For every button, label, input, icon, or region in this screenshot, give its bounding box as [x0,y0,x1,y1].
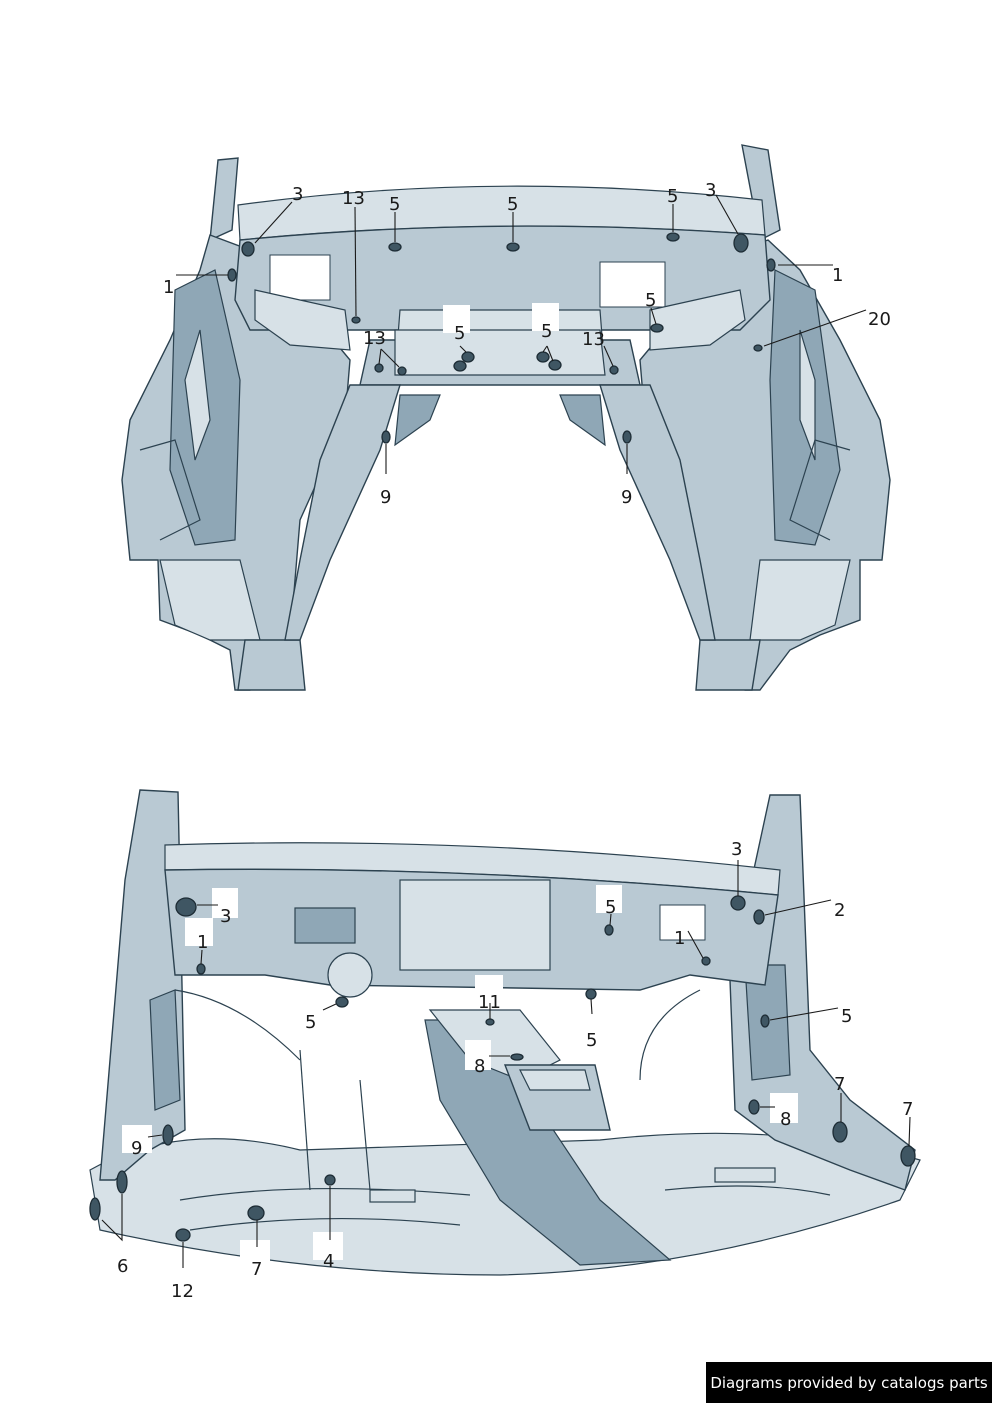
plugs [89,232,916,1242]
plug [548,359,562,371]
callout-number: 4 [323,1251,334,1272]
callout-labels: 3 13 5 5 5 3 1 1 5 20 13 5 5 13 9 9 3 3 … [117,180,913,1302]
callout-number: 5 [841,1006,852,1027]
callout-number: 13 [363,328,386,349]
callout-number: 5 [305,1012,316,1033]
plug [609,365,619,375]
plug [900,1145,916,1167]
callout-number: 2 [834,900,845,921]
plug [730,895,746,911]
plug [585,988,597,1000]
callout-number: 11 [478,992,501,1013]
plug [196,963,206,975]
callout-number: 5 [507,194,518,215]
callout-number: 9 [131,1138,142,1159]
plug [622,430,632,444]
plug [89,1197,101,1221]
plug [485,1018,495,1026]
plug [536,351,550,363]
callout-number: 9 [621,487,632,508]
callout-number: 3 [731,839,742,860]
callout-number: 13 [582,329,605,350]
plug [351,316,361,324]
leader-lines [101,194,911,1268]
callout-number: 1 [197,932,208,953]
callout-number: 12 [171,1281,194,1302]
plug [604,924,614,936]
plug [748,1099,760,1115]
plug [335,996,349,1008]
callout-number: 5 [454,323,465,344]
plug [760,1014,770,1028]
callout-number: 5 [605,897,616,918]
plug [116,1170,128,1194]
label-backgrounds [122,303,798,1268]
plug [666,232,680,242]
callout-number: 1 [163,277,174,298]
plug [510,1053,524,1061]
callout-number: 5 [586,1030,597,1051]
callout-number: 8 [780,1109,791,1130]
callout-number: 3 [705,180,716,201]
callout-number: 9 [380,487,391,508]
callout-number: 5 [389,194,400,215]
plug [388,242,402,252]
callout-number: 3 [220,906,231,927]
callout-number: 3 [292,184,303,205]
top-view-assembly [121,144,891,691]
plug [227,268,237,282]
callout-number: 5 [645,290,656,311]
plug [506,242,520,252]
callout-number: 13 [342,188,365,209]
plug [461,351,475,363]
callout-number: 20 [868,309,891,330]
callout-number: 1 [832,265,843,286]
plug [701,956,711,966]
callout-number: 6 [117,1256,128,1277]
plug [397,366,407,376]
plug [832,1121,848,1143]
plug [175,1228,191,1242]
callout-number: 5 [667,186,678,207]
callout-number: 5 [541,321,552,342]
bottom-view-assembly [89,789,921,1276]
plug [453,360,467,372]
plug [733,233,749,253]
callout-number: 7 [251,1259,262,1280]
plug [374,363,384,373]
plug [324,1174,336,1186]
plug [241,241,255,257]
plug [175,897,197,917]
plug [650,323,664,333]
footer-credit: Diagrams provided by catalogs parts [706,1362,992,1403]
plug [753,344,763,352]
callout-number: 7 [834,1074,845,1095]
plug [162,1124,174,1146]
plug [381,430,391,444]
callout-number: 1 [674,928,685,949]
plug [247,1205,265,1221]
callout-number: 8 [474,1056,485,1077]
plug [766,258,776,272]
plug [753,909,765,925]
callout-number: 7 [902,1099,913,1120]
